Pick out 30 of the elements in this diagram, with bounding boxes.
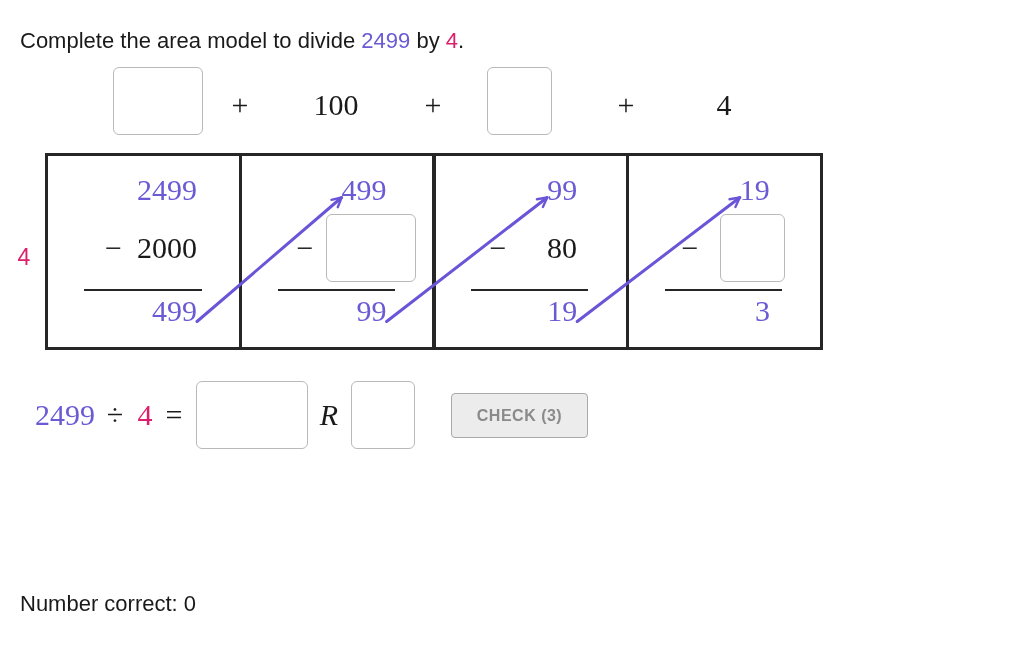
quotient-term: 4 <box>716 90 732 120</box>
area-section <box>45 153 242 350</box>
arrow <box>385 196 549 323</box>
difference-number: 499 <box>152 296 197 326</box>
equals-sign: = <box>165 400 183 430</box>
division-sign: ÷ <box>106 400 124 430</box>
remainder-sign: R <box>319 400 339 430</box>
arrow <box>195 196 344 323</box>
difference-number: 19 <box>547 296 578 326</box>
minus-sign: − <box>296 233 314 263</box>
partial-dividend: 99 <box>547 175 578 205</box>
subtrahend: − 2000 <box>105 233 197 263</box>
dividend-number: 2499 <box>137 175 197 205</box>
divisor-number: 4 <box>17 244 31 270</box>
instruction-text: Complete the area model to divide 2499 by 4. <box>20 27 465 53</box>
dividend-number: 2499 <box>35 400 95 430</box>
plus-sign: + <box>617 90 635 120</box>
plus-sign: + <box>424 90 442 120</box>
subtrahend: − 80 <box>489 233 577 263</box>
check-button: CHECK (3) <box>451 393 588 438</box>
plus-sign: + <box>231 90 249 120</box>
quotient-term: 100 <box>313 90 359 120</box>
minus-sign: − <box>681 233 699 263</box>
score-text: Number correct: 0 <box>20 590 197 616</box>
partial-dividend: 499 <box>341 175 387 205</box>
arrow <box>575 196 742 323</box>
divisor-number: 4 <box>137 400 153 430</box>
partial-dividend: 19 <box>739 175 770 205</box>
difference-number: 99 <box>356 296 387 326</box>
difference-number: 3 <box>755 296 770 326</box>
